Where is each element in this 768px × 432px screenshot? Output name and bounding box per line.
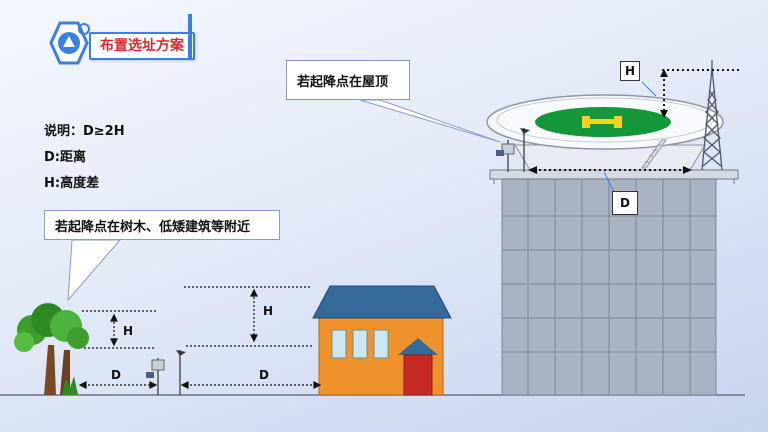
roof-callout-tail [359,99,501,143]
note-d-definition: D:距离 [44,150,86,165]
tree-d-label: D [111,368,121,382]
roof-d-label: D [612,191,638,215]
tree-height-marker [82,310,156,349]
roof-h-label: H [620,61,640,81]
helicopter-gear-icon [49,21,90,65]
ground-weather-station [146,350,186,395]
house [312,285,452,396]
note-h-definition: H:高度差 [44,176,100,191]
rooftop-helipad [486,94,724,171]
helipad-h-marking [582,116,622,128]
note-formula: 说明：D≥2H [44,124,125,139]
house-h-label: H [262,304,274,318]
house-height-marker [184,286,312,347]
section-title: 布置选址方案 [89,32,195,60]
roof-height-marker [641,69,740,118]
ground-callout: 若起降点在树木、低矮建筑等附近 [44,210,280,240]
ground-callout-tail [67,239,122,302]
tall-building [489,169,739,396]
roof-callout: 若起降点在屋顶 [286,60,410,100]
house-distance-marker [180,381,322,389]
tree-distance-marker [78,381,158,389]
tree-h-label: H [122,324,134,338]
tree-group [14,303,89,395]
lattice-tower [701,60,723,171]
title-accent-bar [188,14,192,58]
roof-distance-marker [528,166,692,193]
house-d-label: D [259,368,269,382]
rooftop-weather-station [496,128,530,172]
